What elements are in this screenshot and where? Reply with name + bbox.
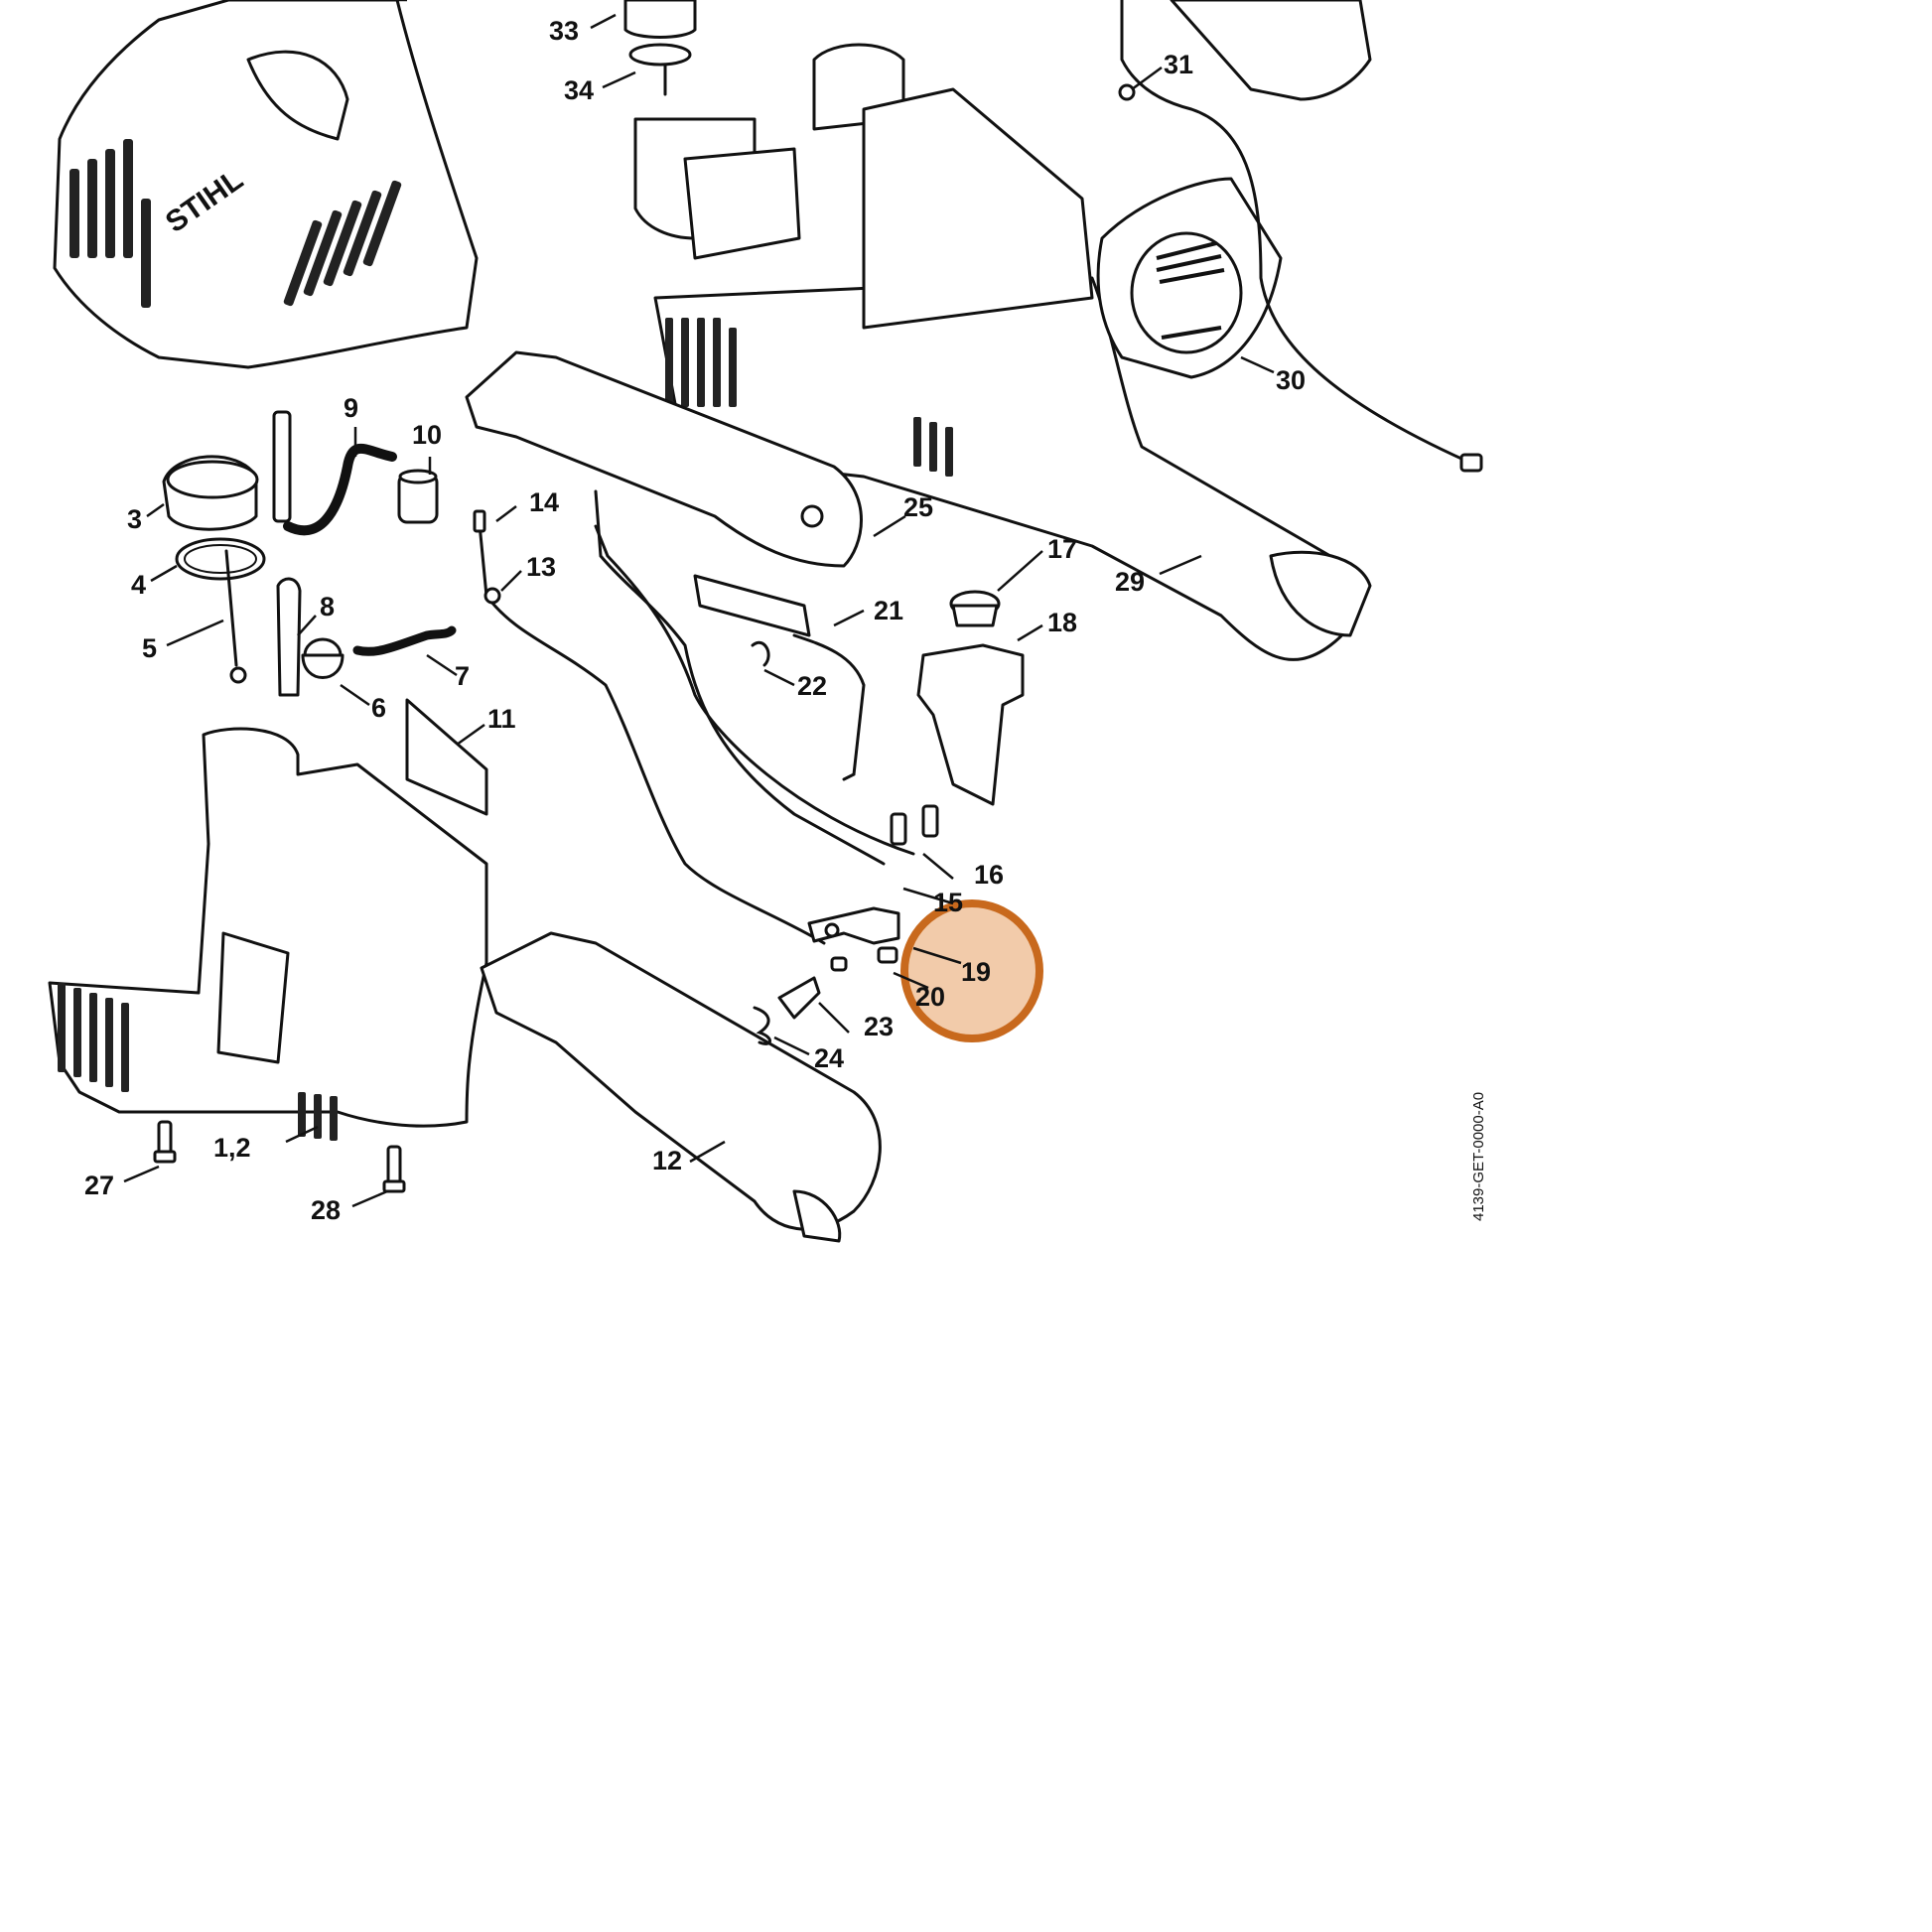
callout-23: 23 xyxy=(864,1012,894,1041)
callout-22: 22 xyxy=(797,671,827,701)
fuel-line-9 xyxy=(272,410,397,536)
lever-23 xyxy=(777,976,821,1020)
callout-31: 31 xyxy=(1164,50,1193,79)
callout-18: 18 xyxy=(1047,608,1077,637)
callout-labels: 33 34 31 30 29 25 9 10 3 14 13 4 8 5 7 6… xyxy=(84,16,1306,1225)
callout-15: 15 xyxy=(933,888,963,917)
callout-30: 30 xyxy=(1276,365,1306,395)
callout-10: 10 xyxy=(412,420,442,450)
handle-housing-12 xyxy=(480,931,882,1243)
callout-7: 7 xyxy=(455,661,470,691)
callout-4: 4 xyxy=(131,570,146,600)
valve-6 xyxy=(301,637,345,679)
clip-22 xyxy=(751,641,770,667)
switch-holder-18 xyxy=(916,643,1025,806)
switch-17 xyxy=(949,590,1001,627)
fuel-filter-10 xyxy=(397,469,439,524)
callout-34: 34 xyxy=(564,75,594,105)
gasket-11 xyxy=(405,698,488,816)
callout-1-2: 1,2 xyxy=(213,1133,251,1163)
screw-27 xyxy=(153,1120,177,1164)
cap-assembly-top xyxy=(623,0,801,260)
callout-24: 24 xyxy=(814,1043,844,1073)
pickup-body-5 xyxy=(224,549,247,684)
callout-9: 9 xyxy=(344,393,358,423)
callout-19: 19 xyxy=(961,957,991,987)
callout-17: 17 xyxy=(1047,534,1077,564)
callout-16: 16 xyxy=(974,860,1004,890)
callout-27: 27 xyxy=(84,1171,114,1200)
callout-25: 25 xyxy=(903,492,933,522)
throttle-cable-31 xyxy=(1118,0,1483,473)
fuel-cap-3 xyxy=(162,455,259,531)
screw-28 xyxy=(382,1145,406,1193)
bracket-21 xyxy=(693,574,866,781)
callout-8: 8 xyxy=(320,592,335,621)
o-ring-4 xyxy=(175,537,266,581)
wiring-harness xyxy=(473,489,939,945)
throttle-trigger-19 xyxy=(807,906,900,972)
callout-13: 13 xyxy=(526,552,556,582)
callout-12: 12 xyxy=(652,1146,682,1175)
callout-33: 33 xyxy=(549,16,579,46)
callout-6: 6 xyxy=(371,693,386,723)
fan-housing-30 xyxy=(1096,177,1283,379)
hose-8 xyxy=(276,577,302,697)
callout-14: 14 xyxy=(529,487,559,517)
callout-28: 28 xyxy=(311,1195,341,1225)
callout-3: 3 xyxy=(127,504,142,534)
housing-part-1-2 xyxy=(48,727,488,1141)
leader-lines xyxy=(123,0,1275,1208)
shaft-housing-25 xyxy=(465,350,863,568)
highlight-marker xyxy=(900,899,1043,1042)
drawing-code: 4139-GET-0000-A0 xyxy=(1470,1092,1487,1221)
spring-24 xyxy=(753,1006,771,1045)
hose-7 xyxy=(352,625,457,656)
engine-cover: STIHL xyxy=(53,0,479,369)
housing-part-29 xyxy=(653,43,1372,661)
callout-5: 5 xyxy=(142,633,157,663)
callout-29: 29 xyxy=(1115,567,1145,597)
callout-20: 20 xyxy=(915,982,945,1012)
callout-11: 11 xyxy=(487,704,516,734)
callout-21: 21 xyxy=(874,596,903,625)
